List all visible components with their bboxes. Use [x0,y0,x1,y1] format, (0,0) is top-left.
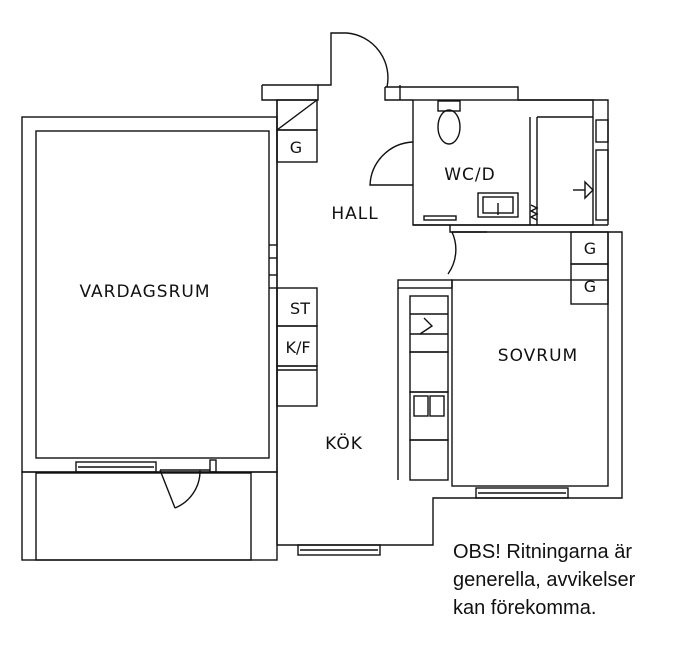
radiator-icon [423,215,457,221]
disclaimer-line-1: OBS! Ritningarna är [453,541,632,563]
bedroom-door-swing [447,231,487,275]
balcony [21,459,278,561]
sink-icon [477,192,519,218]
toilet-icon [437,100,461,145]
hall-walls [261,32,413,545]
stove-label: ST [290,299,310,318]
balcony-door-swing [159,469,201,509]
bedroom-walls [277,225,623,546]
entrance-door-swing [346,32,389,88]
fridge-freezer-label: K/F [285,338,310,357]
disclaimer-line-2: generella, avvikelser [453,569,636,591]
closet-label-bedroom-1: G [584,239,596,258]
bathroom-door-swing [369,141,414,186]
shower-icon [529,204,539,221]
room-label-vardagsrum: VARDAGSRUM [80,282,211,302]
room-label-sovrum: SOVRUM [498,346,578,366]
closet-label-bedroom-2: G [584,277,596,296]
room-label-kok: KÖK [325,432,363,454]
closet-label-hall: G [290,138,302,157]
room-label-wc: WC/D [444,165,496,185]
disclaimer-line-3: kan förekomma. [453,597,597,619]
kitchen-walls [276,279,453,556]
bathroom-walls [385,86,609,226]
room-label-hall: HALL [331,204,378,224]
disclaimer-note: OBS! Ritningarna är generella, avvikelse… [453,538,683,622]
drain-arrow-icon [573,180,594,200]
